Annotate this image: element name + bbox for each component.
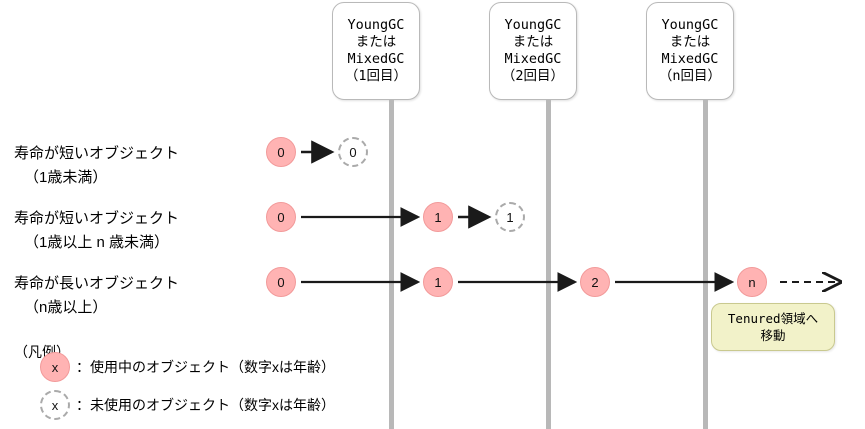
legend-live-label: ：使用中のオブジェクト（数字xは年齢） xyxy=(76,359,335,375)
object-age-value: 0 xyxy=(349,144,357,160)
object-age-value: 1 xyxy=(434,274,442,290)
row-label-line1: 寿命が長いオブジェクト xyxy=(14,275,180,292)
object-age-value: 0 xyxy=(277,144,285,160)
gc-event-box-2: YoungGC または MixedGC （2回目） xyxy=(489,2,577,100)
object-age-1-dead-row2: 1 xyxy=(495,202,525,232)
timeline-rule-3 xyxy=(703,100,708,429)
legend-marker-value: x xyxy=(51,359,59,375)
object-age-0-live-row3: 0 xyxy=(266,267,296,297)
object-age-0-live-row1: 0 xyxy=(266,137,296,167)
row-label-long-lived: 寿命が長いオブジェクト （n歳以上） xyxy=(14,248,179,344)
row-label-short-lived-under-1: 寿命が短いオブジェクト （1歳未満） xyxy=(14,118,179,214)
legend-dead-marker: x xyxy=(40,390,70,420)
gc-event-box-1: YoungGC または MixedGC （1回目） xyxy=(332,2,420,100)
object-age-0-dead-row1: 0 xyxy=(338,137,368,167)
gc-event-label-2: YoungGC または MixedGC （2回目） xyxy=(501,17,565,84)
object-age-0-live-row2: 0 xyxy=(266,202,296,232)
row-label-line2: （1歳以上 n 歳未満） xyxy=(24,234,170,251)
gc-event-label-1: YoungGC または MixedGC （1回目） xyxy=(344,17,408,84)
row-label-short-lived-1-to-n: 寿命が短いオブジェクト （1歳以上 n 歳未満） xyxy=(14,183,179,279)
legend-dead-label: ：未使用のオブジェクト（数字xは年齢） xyxy=(76,397,335,413)
row-label-line1: 寿命が短いオブジェクト xyxy=(14,210,180,227)
object-age-n-live-row3: n xyxy=(737,267,767,297)
legend-dead-object: x ：未使用のオブジェクト（数字xは年齢） xyxy=(40,390,335,420)
row-label-line1: 寿命が短いオブジェクト xyxy=(14,145,180,162)
object-age-value: 1 xyxy=(434,209,442,225)
row-label-line2: （1歳未満） xyxy=(24,169,108,186)
gc-event-box-3: YoungGC または MixedGC （n回目） xyxy=(646,2,734,100)
row-label-line2: （n歳以上） xyxy=(24,299,108,316)
tenured-callout-label: Tenured領域へ 移動 xyxy=(727,311,819,343)
object-age-2-live-row3: 2 xyxy=(580,267,610,297)
object-age-value: 0 xyxy=(277,274,285,290)
object-age-value: 2 xyxy=(591,274,599,290)
object-age-value: 0 xyxy=(277,209,285,225)
legend-live-marker: x xyxy=(40,352,70,382)
object-age-value: n xyxy=(748,274,756,290)
tenured-callout: Tenured領域へ 移動 xyxy=(711,303,835,351)
object-age-value: 1 xyxy=(506,209,514,225)
timeline-rule-2 xyxy=(546,100,551,429)
gc-event-label-3: YoungGC または MixedGC （n回目） xyxy=(658,17,722,84)
object-age-1-live-row3: 1 xyxy=(423,267,453,297)
legend-marker-value: x xyxy=(51,397,59,413)
legend-live-object: x ：使用中のオブジェクト（数字xは年齢） xyxy=(40,352,335,382)
timeline-rule-1 xyxy=(389,100,394,429)
object-age-1-live-row2: 1 xyxy=(423,202,453,232)
